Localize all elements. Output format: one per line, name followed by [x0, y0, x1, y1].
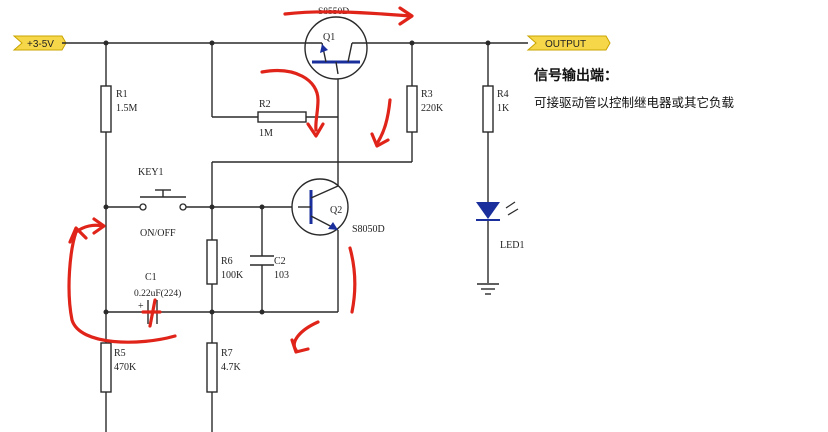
r2-value: 1M — [259, 128, 273, 139]
q2-name: Q2 — [330, 205, 342, 216]
r7-value: 4.7K — [221, 362, 242, 373]
input-port-label: +3-5V — [27, 39, 54, 50]
switch-key1: KEY1 ON/OFF — [138, 167, 187, 239]
note-title: 信号输出端： — [534, 67, 618, 84]
r7-name: R7 — [221, 348, 233, 359]
flow-arrow-r2 — [260, 69, 320, 132]
c2-value: 103 — [274, 270, 289, 281]
r4-value: 1K — [497, 103, 510, 114]
r4-name: R4 — [497, 89, 509, 100]
capacitor-c2: C2 103 — [274, 256, 289, 281]
resistor-r2: R2 1M — [257, 99, 307, 139]
flow-arrow-top — [283, 10, 412, 18]
ground-symbol — [477, 283, 499, 295]
r3-value: 220K — [421, 103, 444, 114]
transistor-q2: Q2 S8050D — [291, 178, 385, 236]
note-body: 可接驱动管以控制继电器或其它负载 — [534, 95, 735, 110]
r6-value: 100K — [221, 270, 244, 281]
r1-name: R1 — [116, 89, 128, 100]
led1-name: LED1 — [500, 240, 524, 251]
output-port-label: OUTPUT — [545, 39, 586, 50]
transistor-q1: Q1 S8550D — [300, 7, 372, 80]
wires — [62, 40, 528, 432]
input-port: +3-5V — [12, 35, 67, 51]
r6-name: R6 — [221, 256, 233, 267]
key1-label: ON/OFF — [140, 228, 176, 239]
flow-arrow-right-down — [348, 246, 357, 314]
flow-arrow-bottom — [292, 320, 320, 352]
r3-name: R3 — [421, 89, 433, 100]
current-flow-arrows — [67, 6, 414, 354]
resistor-r1: R1 1.5M — [100, 85, 138, 133]
led-1: LED1 — [476, 201, 524, 251]
c1-name: C1 — [145, 272, 157, 283]
resistor-r3: R3 220K — [406, 85, 444, 133]
c1-polarity-plus: + — [138, 301, 144, 312]
r5-value: 470K — [114, 362, 137, 373]
flow-arrow-left-loop — [67, 230, 177, 344]
r1-value: 1.5M — [116, 103, 138, 114]
key1-name: KEY1 — [138, 167, 164, 178]
q1-name: Q1 — [323, 32, 335, 43]
r5-name: R5 — [114, 348, 126, 359]
q2-part: S8050D — [352, 224, 385, 235]
capacitor-c1: C1 0.22uF(224) + — [134, 272, 181, 312]
c2-name: C2 — [274, 256, 286, 267]
flow-arrow-r3 — [376, 98, 392, 144]
resistor-r5: R5 470K — [100, 342, 137, 393]
flow-arrow-left-up — [74, 223, 104, 234]
resistor-r6: R6 100K — [206, 239, 244, 285]
resistor-r4: R4 1K — [482, 85, 510, 133]
output-port: OUTPUT — [526, 35, 611, 51]
c1-value: 0.22uF(224) — [134, 288, 181, 299]
resistor-r7: R7 4.7K — [206, 342, 242, 393]
r2-name: R2 — [259, 99, 271, 110]
